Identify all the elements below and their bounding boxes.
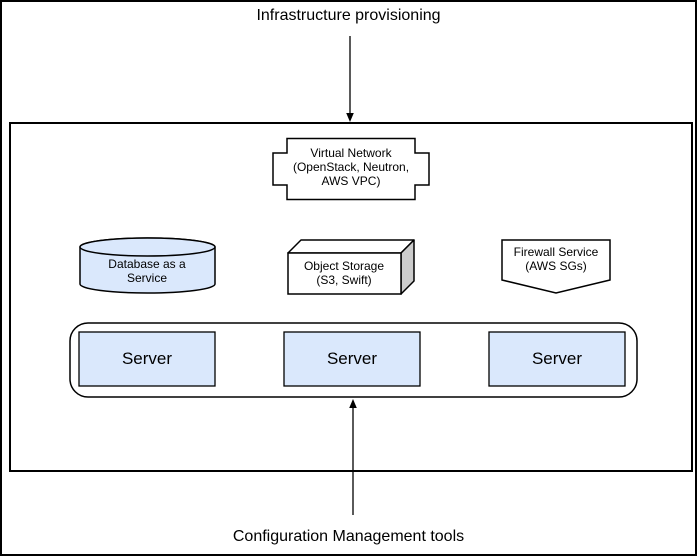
virtual-network-label-line2: (OpenStack, Neutron, [292,160,410,174]
bottom-arrow [349,399,357,515]
object-storage-label-line2: (S3, Swift) [316,273,372,287]
database-label-line1: Database as a [108,257,186,271]
object-storage-label-line1: Object Storage [303,259,385,273]
diagram-title-top: Infrastructure provisioning [256,7,441,24]
virtual-network-label: Virtual Network (OpenStack, Neutron, AWS… [293,146,409,188]
server-box-1 [78,331,216,387]
server-box-2 [283,331,421,387]
database-label: Database as a Service [108,257,185,285]
database-cylinder [79,237,216,294]
firewall-label: Firewall Service (AWS SGs) [514,245,599,273]
object-storage-cube [287,239,415,295]
virtual-network-label-line3: AWS VPC) [321,174,381,188]
diagram-title-bottom: Configuration Management tools [232,528,465,545]
firewall-shape [501,239,611,294]
firewall-label-line2: (AWS SGs) [525,259,587,273]
object-storage-label: Object Storage (S3, Swift) [304,259,384,287]
top-arrow [346,36,354,122]
virtual-network-label-line1: Virtual Network [310,146,392,160]
server-label-2: Server [326,349,378,368]
server-box-3 [488,331,626,387]
server-label-1: Server [121,349,173,368]
database-label-line2: Service [126,271,168,285]
server-label-3: Server [531,349,583,368]
infrastructure-boundary-box [9,122,693,472]
virtual-network-shape [272,137,430,201]
firewall-label-line1: Firewall Service [513,245,599,259]
